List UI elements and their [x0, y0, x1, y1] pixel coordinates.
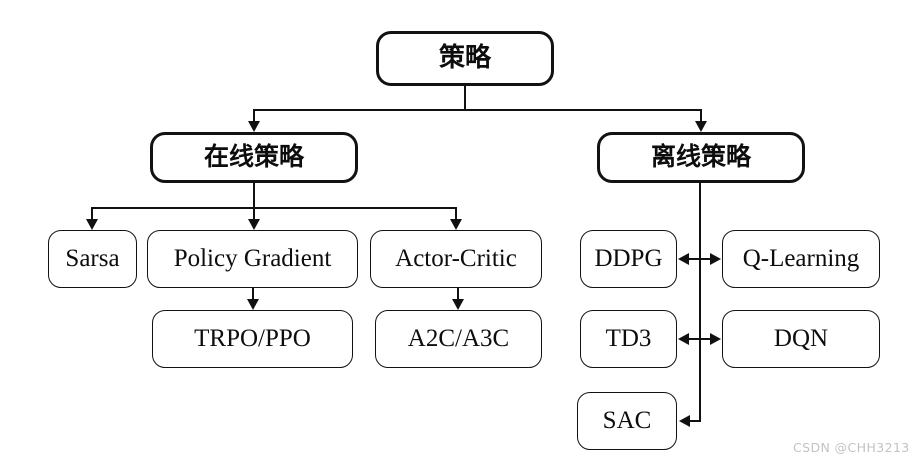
edge-offpolicy-spine — [699, 183, 701, 422]
node-actor-critic-label: Actor-Critic — [395, 244, 517, 272]
arrowhead-td3 — [678, 332, 689, 345]
node-sarsa[interactable]: Sarsa — [48, 230, 137, 288]
edge-root-to-offpolicy — [700, 109, 702, 123]
node-root[interactable]: 策略 — [376, 31, 554, 86]
edge-td3-dqn — [688, 338, 712, 340]
arrowhead-dqn — [710, 332, 721, 345]
node-td3[interactable]: TD3 — [580, 310, 677, 368]
arrowhead-sarsa — [85, 219, 98, 230]
node-on-policy[interactable]: 在线策略 — [150, 132, 358, 183]
node-trpo-ppo[interactable]: TRPO/PPO — [152, 310, 353, 368]
edge-actorcritic-to-a2ca3c — [457, 288, 459, 299]
arrowhead-a2ca3c — [451, 299, 464, 310]
edge-ddpg-qlearning — [688, 258, 712, 260]
node-ddpg-label: DDPG — [594, 244, 663, 272]
node-actor-critic[interactable]: Actor-Critic — [370, 230, 542, 288]
edge-root-to-onpolicy — [253, 109, 255, 123]
node-td3-label: TD3 — [605, 324, 652, 352]
node-sarsa-label: Sarsa — [65, 244, 120, 272]
edge-root-bus — [253, 109, 702, 111]
edge-spine-to-sac — [690, 420, 701, 422]
node-dqn[interactable]: DQN — [722, 310, 880, 368]
edge-onpolicy-to-sarsa — [91, 207, 93, 219]
edge-onpolicy-to-actorcritic — [455, 207, 457, 219]
arrowhead-trpoppo — [246, 299, 259, 310]
arrowhead-qlearning — [710, 252, 721, 265]
node-root-label: 策略 — [438, 42, 491, 73]
edge-onpolicy-stem — [253, 183, 255, 208]
node-ddpg[interactable]: DDPG — [580, 230, 677, 288]
node-q-learning[interactable]: Q-Learning — [722, 230, 880, 288]
node-a2c-a3c-label: A2C/A3C — [407, 324, 510, 352]
arrowhead-policygradient — [247, 219, 260, 230]
arrowhead-sac — [679, 414, 690, 427]
edge-onpolicy-to-policygradient — [253, 207, 255, 219]
arrowhead-onpolicy — [247, 121, 260, 132]
node-on-policy-label: 在线策略 — [203, 142, 304, 171]
node-a2c-a3c[interactable]: A2C/A3C — [375, 310, 542, 368]
edge-onpolicy-bus — [91, 207, 456, 209]
arrowhead-offpolicy — [694, 121, 707, 132]
watermark: CSDN @CHH3213 — [793, 440, 910, 455]
node-trpo-ppo-label: TRPO/PPO — [194, 324, 311, 352]
arrowhead-actorcritic — [449, 219, 462, 230]
node-off-policy[interactable]: 离线策略 — [597, 132, 805, 183]
edge-policygradient-to-trpoppo — [252, 288, 254, 299]
node-sac[interactable]: SAC — [577, 392, 677, 450]
node-policy-gradient-label: Policy Gradient — [173, 244, 332, 272]
node-q-learning-label: Q-Learning — [742, 244, 860, 272]
node-sac-label: SAC — [602, 406, 652, 434]
node-policy-gradient[interactable]: Policy Gradient — [147, 230, 358, 288]
node-off-policy-label: 离线策略 — [650, 142, 751, 171]
edge-root-stem — [464, 86, 466, 111]
node-dqn-label: DQN — [773, 324, 829, 352]
arrowhead-ddpg — [678, 252, 689, 265]
